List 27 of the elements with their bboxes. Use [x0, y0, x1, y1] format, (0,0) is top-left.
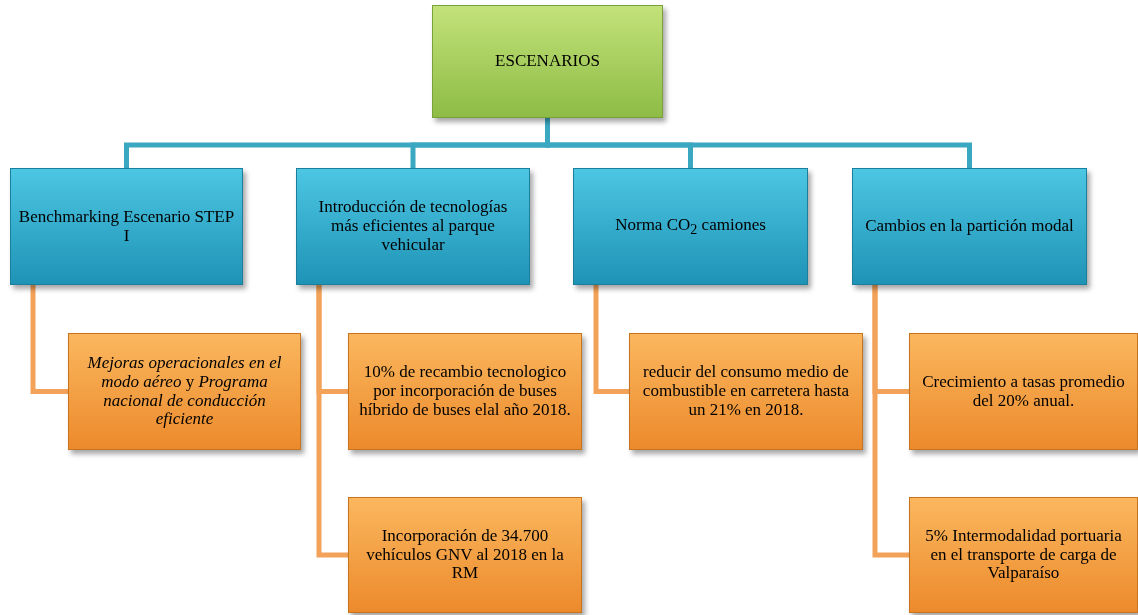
scenario-box — [296, 168, 530, 285]
box-text: Introducción de tecnologías más eficientes al parque vehicular — [317, 198, 509, 255]
connector-line — [872, 285, 909, 558]
connector-line — [545, 118, 972, 168]
box-text: ESCENARIOS — [495, 52, 600, 71]
scenario-root-box — [432, 5, 663, 118]
box-text: Crecimiento a tasas promedio del 20% anual. — [921, 372, 1126, 411]
scenario-box — [852, 168, 1087, 285]
box-text: Incorporación de 34.700 vehículos GNV al 2018 en la RM — [365, 526, 565, 584]
detail-box — [348, 497, 582, 613]
scenario-box — [10, 168, 243, 285]
box-text: Benchmarking Escenario STEP I — [17, 207, 236, 246]
detail-box — [348, 333, 582, 450]
box-text: 5% Intermodalidad portuaria en el transporte de carga de Valparaíso — [924, 526, 1123, 584]
scenario-box — [573, 168, 808, 285]
box-text: Cambios en la partición modal — [865, 217, 1074, 236]
detail-box — [909, 333, 1138, 450]
box-text: reducir del consumo medio de combustible en carretera hasta un 21% en 2018. — [641, 363, 851, 420]
detail-box — [629, 333, 863, 450]
box-text: 10% de recambio tecnologico por incorporación de buses híbrido de buses elal año 2018. — [358, 363, 572, 420]
connector-line — [593, 285, 629, 394]
connector-line — [30, 285, 68, 394]
connector-line — [316, 285, 348, 558]
detail-box — [68, 333, 301, 450]
box-text: Mejoras operacionales en el modo aéreo y Programa nacional de conducción eficiente — [86, 354, 283, 429]
box-text: Norma CO$_{2}$ camiones — [615, 215, 766, 238]
detail-box — [909, 497, 1138, 613]
